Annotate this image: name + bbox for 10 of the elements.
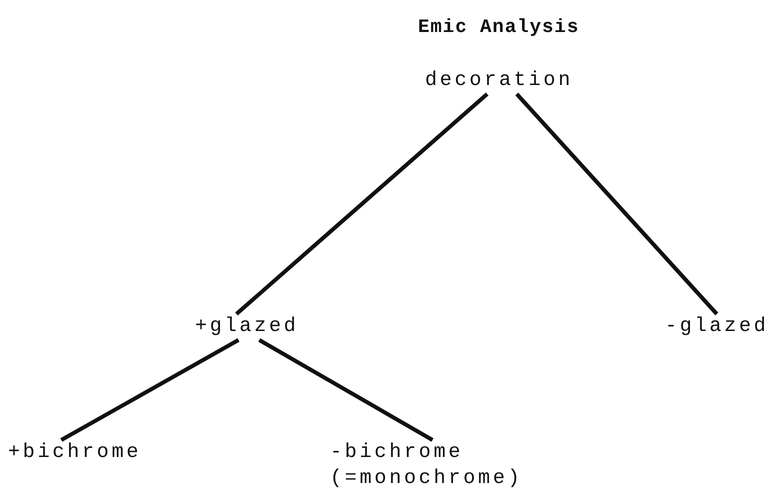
node-label: +bichrome [8,440,142,466]
node-label: decoration [425,68,574,94]
connector-line [515,92,718,316]
node-label: -glazed [665,314,769,340]
node-label: -bichrome (=monochrome) [330,440,535,492]
connector-line [235,92,488,316]
connector-line [60,338,240,442]
node-label: +glazed [195,314,299,340]
connector-line [258,338,434,442]
diagram-title: Emic Analysis [418,16,580,38]
